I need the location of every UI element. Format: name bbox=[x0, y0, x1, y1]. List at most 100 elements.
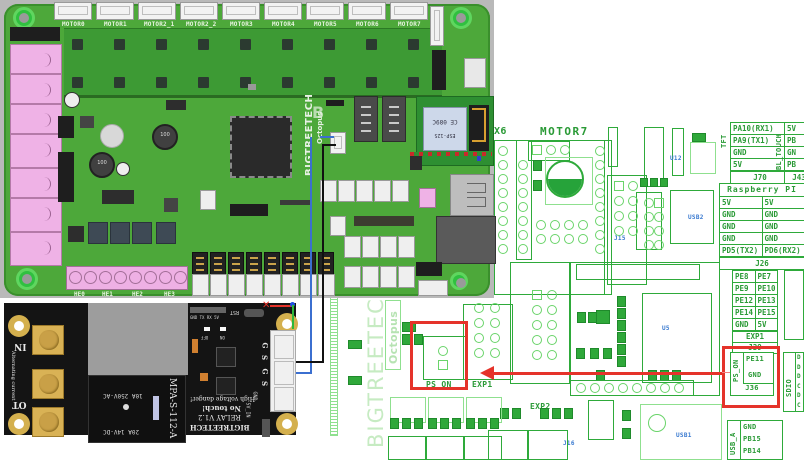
pad bbox=[654, 198, 664, 208]
smd-part bbox=[692, 133, 706, 142]
smd-part bbox=[402, 322, 416, 332]
motor6-connector[interactable] bbox=[348, 2, 386, 20]
terminal-out-pad[interactable] bbox=[32, 407, 64, 437]
motor6-label: MOTOR6 bbox=[356, 21, 379, 28]
thermistor-connector[interactable] bbox=[380, 236, 397, 258]
fan-jumper[interactable] bbox=[210, 252, 226, 276]
fan-connector[interactable] bbox=[210, 274, 227, 296]
fan-jumper[interactable] bbox=[318, 252, 334, 276]
sdio-pin: D bbox=[797, 354, 801, 361]
smd-part bbox=[490, 418, 499, 429]
connector-outline bbox=[464, 436, 502, 460]
fan-jumper[interactable] bbox=[300, 252, 316, 276]
endstop-connector[interactable] bbox=[374, 180, 391, 202]
j36-header-highlight bbox=[722, 346, 780, 408]
usb-a-port[interactable] bbox=[450, 174, 494, 216]
pad bbox=[532, 335, 542, 345]
pad bbox=[547, 320, 557, 330]
pad bbox=[614, 211, 624, 221]
relay-signal-connector[interactable] bbox=[270, 330, 296, 412]
smd-part bbox=[640, 178, 648, 187]
fan-connector[interactable] bbox=[192, 274, 209, 296]
smd-part bbox=[440, 418, 449, 429]
fuse-holder bbox=[58, 152, 74, 174]
power-terminal[interactable] bbox=[10, 134, 62, 168]
probe-connector[interactable] bbox=[430, 6, 444, 46]
sdio-side-label: SDIO bbox=[785, 378, 793, 397]
power-terminal[interactable] bbox=[10, 74, 62, 104]
pad bbox=[536, 220, 546, 230]
fan-connector[interactable] bbox=[264, 274, 281, 296]
thermistor-connector[interactable] bbox=[380, 266, 397, 288]
relay-component: MPA-S-112-A 10A 250V-AC 20A 14V-DC bbox=[88, 375, 186, 443]
power-terminal[interactable] bbox=[10, 168, 62, 198]
power-det-connector[interactable] bbox=[200, 190, 216, 210]
motor2-2-connector[interactable] bbox=[180, 2, 218, 20]
thermistor-connector[interactable] bbox=[362, 266, 379, 288]
ethernet-port[interactable] bbox=[436, 216, 496, 264]
motor3-connector[interactable] bbox=[222, 2, 260, 20]
smd-part bbox=[596, 310, 610, 324]
pad bbox=[474, 348, 484, 358]
ic-chip bbox=[216, 347, 236, 367]
smd-part bbox=[577, 312, 586, 323]
endstop-connector[interactable] bbox=[392, 180, 409, 202]
pad bbox=[547, 305, 557, 315]
chip-label-j16: J16 bbox=[563, 440, 575, 447]
connector[interactable] bbox=[418, 280, 448, 296]
exp1-header[interactable] bbox=[354, 96, 378, 142]
octopus-board: MOTOR0 MOTOR1 MOTOR2_1 MOTOR2_2 MOTOR3 M… bbox=[4, 2, 496, 298]
endstop-connector[interactable] bbox=[356, 180, 373, 202]
he1-label: HE1 bbox=[102, 291, 113, 298]
bltouch-pin: 5V bbox=[787, 124, 797, 133]
terminal-in-pad[interactable] bbox=[32, 325, 64, 355]
thermistor-connector[interactable] bbox=[344, 236, 361, 258]
fan-jumper[interactable] bbox=[264, 252, 280, 276]
power-terminal[interactable] bbox=[10, 44, 62, 74]
motor4-connector[interactable] bbox=[264, 2, 302, 20]
fan-connector[interactable] bbox=[318, 274, 335, 296]
heater-terminal-block[interactable] bbox=[66, 266, 188, 290]
motor0-connector[interactable] bbox=[54, 2, 92, 20]
terminal-mid-pad[interactable] bbox=[32, 369, 64, 399]
fan-jumper[interactable] bbox=[282, 252, 298, 276]
exp1-pin: PE9 bbox=[735, 284, 749, 293]
relay-dc-rating: 20A 14V-DC bbox=[103, 428, 140, 435]
pad bbox=[644, 226, 654, 236]
reset-button[interactable] bbox=[464, 58, 486, 88]
power-terminal[interactable] bbox=[10, 104, 62, 134]
motor1-label: MOTOR1 bbox=[104, 21, 127, 28]
thermistor-connector[interactable] bbox=[398, 266, 415, 288]
fan-jumper[interactable] bbox=[246, 252, 262, 276]
fan-jumper[interactable] bbox=[192, 252, 208, 276]
exp2-header[interactable] bbox=[382, 96, 406, 142]
power-terminal[interactable] bbox=[10, 198, 62, 232]
connector-outline bbox=[608, 127, 618, 167]
thermistor-connector[interactable] bbox=[362, 236, 379, 258]
fan-connector[interactable] bbox=[300, 274, 317, 296]
chip-label-u12: U12 bbox=[670, 155, 682, 162]
inductor: 100 bbox=[152, 124, 178, 150]
thermistor-connector[interactable] bbox=[398, 236, 415, 258]
pad bbox=[648, 414, 666, 432]
rpi-pin: GND bbox=[761, 221, 804, 232]
ps-on-board-connector[interactable] bbox=[330, 132, 346, 154]
fan-jumper[interactable] bbox=[228, 252, 244, 276]
connector-slot bbox=[274, 361, 294, 385]
motor7-connector[interactable] bbox=[390, 2, 428, 20]
fan-connector[interactable] bbox=[246, 274, 263, 296]
fan-connector[interactable] bbox=[228, 274, 245, 296]
thermistor-connector[interactable] bbox=[344, 266, 361, 288]
motor2-1-connector[interactable] bbox=[138, 2, 176, 20]
endstop-connector[interactable] bbox=[338, 180, 355, 202]
pink-switch[interactable] bbox=[419, 188, 436, 208]
wire-end-dot bbox=[290, 302, 295, 307]
connector[interactable] bbox=[330, 216, 346, 236]
pad bbox=[604, 383, 614, 393]
power-terminal[interactable] bbox=[10, 232, 62, 266]
endstop-connector[interactable] bbox=[320, 180, 337, 202]
fuse-holder bbox=[58, 174, 74, 202]
motor1-connector[interactable] bbox=[96, 2, 134, 20]
motor5-connector[interactable] bbox=[306, 2, 344, 20]
fan-connector[interactable] bbox=[282, 274, 299, 296]
